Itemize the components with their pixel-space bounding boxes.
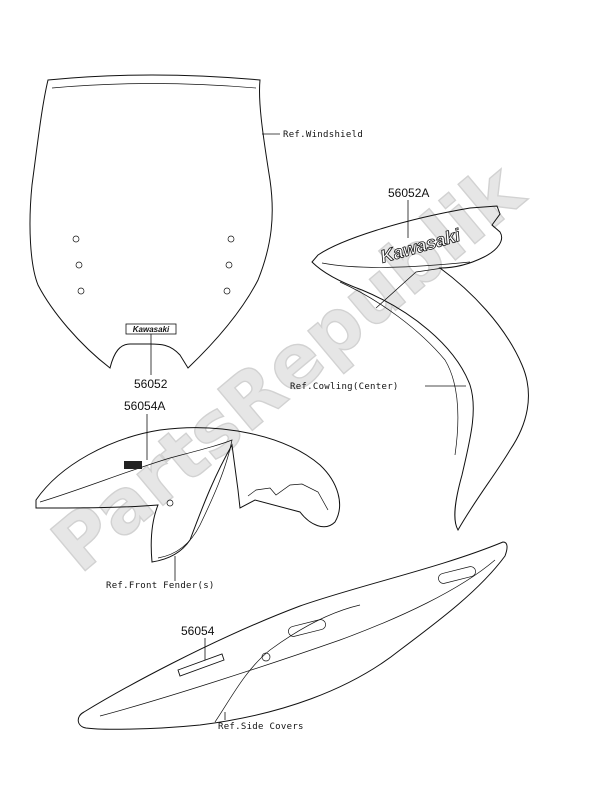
windshield-inner-line [51, 83, 257, 89]
side-covers-panel-edge [214, 604, 361, 723]
cowling-outline [311, 205, 529, 531]
side-covers-hole [261, 652, 271, 662]
side-covers-slot-2 [438, 566, 476, 584]
ref-windshield-label: Ref.Windshield [283, 130, 363, 140]
ref-side-covers-label: Ref.Side Covers [218, 722, 304, 732]
side-covers-drawing [77, 541, 508, 730]
windshield-mount-holes [72, 235, 235, 295]
windshield-outline [29, 74, 273, 369]
ref-front-fender-label: Ref.Front Fender(s) [106, 581, 215, 591]
side-covers-outline [77, 541, 508, 730]
part-number-56052A: 56052A [388, 186, 429, 200]
part-number-56054A: 56054A [124, 399, 165, 413]
windshield-decal: Kawasaki [125, 323, 177, 335]
front-fender-mini-decal [124, 461, 142, 469]
cowling-contour-3 [321, 261, 471, 268]
side-covers-inner-line [99, 559, 496, 717]
cowling-contour-1 [339, 281, 459, 456]
watermark-text: PartsRepublik [36, 146, 540, 588]
part-number-56052: 56052 [134, 377, 168, 391]
side-covers-decal [177, 653, 225, 677]
front-fender-drawing [35, 414, 341, 581]
front-fender-decal-panel [39, 439, 233, 559]
watermark: PartsRepublik [36, 146, 541, 590]
front-fender-outline [35, 427, 341, 563]
windshield-decal-logo: Kawasaki [133, 325, 170, 334]
ref-cowling-label: Ref.Cowling(Center) [290, 382, 399, 392]
cowling-contour-2 [375, 267, 444, 309]
front-fender-rear-part [247, 483, 329, 511]
side-covers-slot-1 [288, 619, 326, 637]
part-number-56054: 56054 [181, 624, 215, 638]
front-fender-bolt [166, 499, 174, 507]
windshield-drawing: Kawasaki [29, 74, 280, 375]
